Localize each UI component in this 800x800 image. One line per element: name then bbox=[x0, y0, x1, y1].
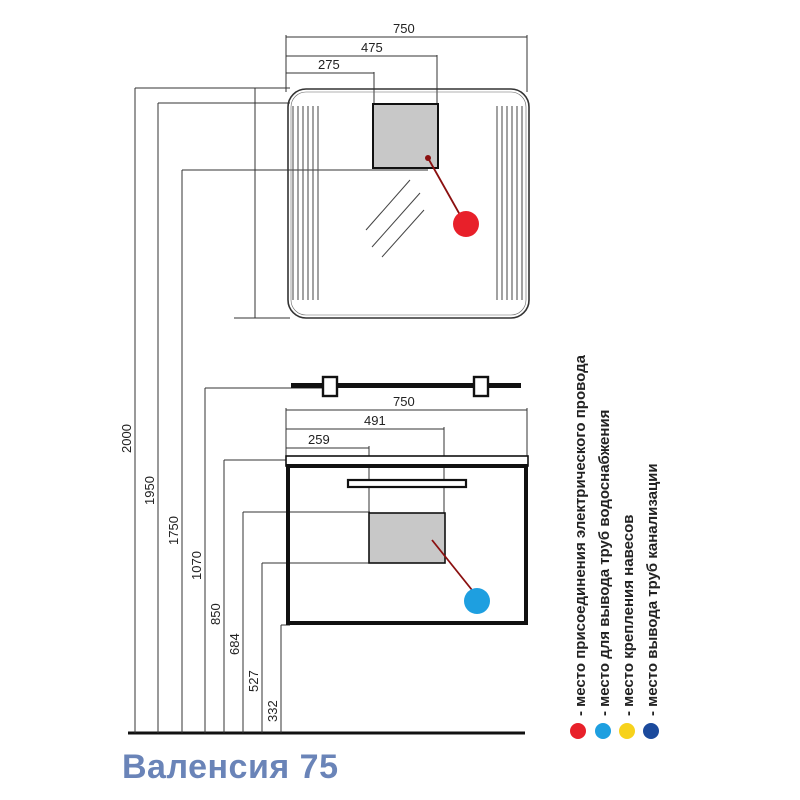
hinge-bracket-right bbox=[472, 375, 490, 398]
hanging-rail bbox=[291, 383, 521, 388]
legend-dot-water bbox=[595, 723, 611, 739]
height-label-527: 527 bbox=[246, 670, 261, 692]
height-label-684: 684 bbox=[227, 633, 242, 655]
legend-text-sewer: - место вывода труб канализации bbox=[644, 463, 661, 716]
cabinet-width-label: 750 bbox=[393, 394, 415, 409]
mirror-inner bbox=[290, 91, 527, 316]
mirror-socket-offset-label: 475 bbox=[361, 40, 383, 55]
height-dimension-lines bbox=[134, 87, 428, 733]
legend-text-hinge: - место крепления навесов bbox=[620, 515, 637, 716]
height-label-850: 850 bbox=[208, 603, 223, 625]
legend-dot-sewer bbox=[643, 723, 659, 739]
mirror-light-strip-right bbox=[496, 106, 523, 300]
legend-text-electric: - место присоединения электрического про… bbox=[572, 354, 589, 716]
cabinet-body bbox=[286, 464, 528, 625]
electric-marker bbox=[453, 211, 479, 237]
height-label-332: 332 bbox=[265, 700, 280, 722]
height-label-1950: 1950 bbox=[142, 476, 157, 505]
cabinet-handle bbox=[346, 478, 468, 489]
water-leader-line bbox=[431, 539, 473, 591]
cabinet-pipe-offset-label: 491 bbox=[364, 413, 386, 428]
electric-leader-line bbox=[427, 157, 465, 223]
cabinet-pipe-left-label: 259 bbox=[308, 432, 330, 447]
height-label-1750: 1750 bbox=[166, 516, 181, 545]
mirror-frame bbox=[287, 88, 530, 319]
mirror-width-label: 750 bbox=[393, 21, 415, 36]
mirror-socket-left-label: 275 bbox=[318, 57, 340, 72]
hinge-bracket-left bbox=[321, 375, 339, 398]
height-label-1070: 1070 bbox=[189, 551, 204, 580]
legend-dot-hinge bbox=[619, 723, 635, 739]
water-marker bbox=[464, 588, 490, 614]
legend-dot-electric bbox=[570, 723, 586, 739]
legend-text-water: - место для вывода труб водоснабжения bbox=[596, 410, 613, 716]
height-label-2000: 2000 bbox=[119, 424, 134, 453]
mirror-reflection-lines bbox=[365, 179, 425, 258]
mirror-light-strip-left bbox=[292, 106, 319, 300]
cabinet-pipe-box bbox=[368, 512, 446, 564]
mirror-width-dimensions bbox=[285, 35, 528, 104]
product-title: Валенсия 75 bbox=[122, 748, 339, 786]
